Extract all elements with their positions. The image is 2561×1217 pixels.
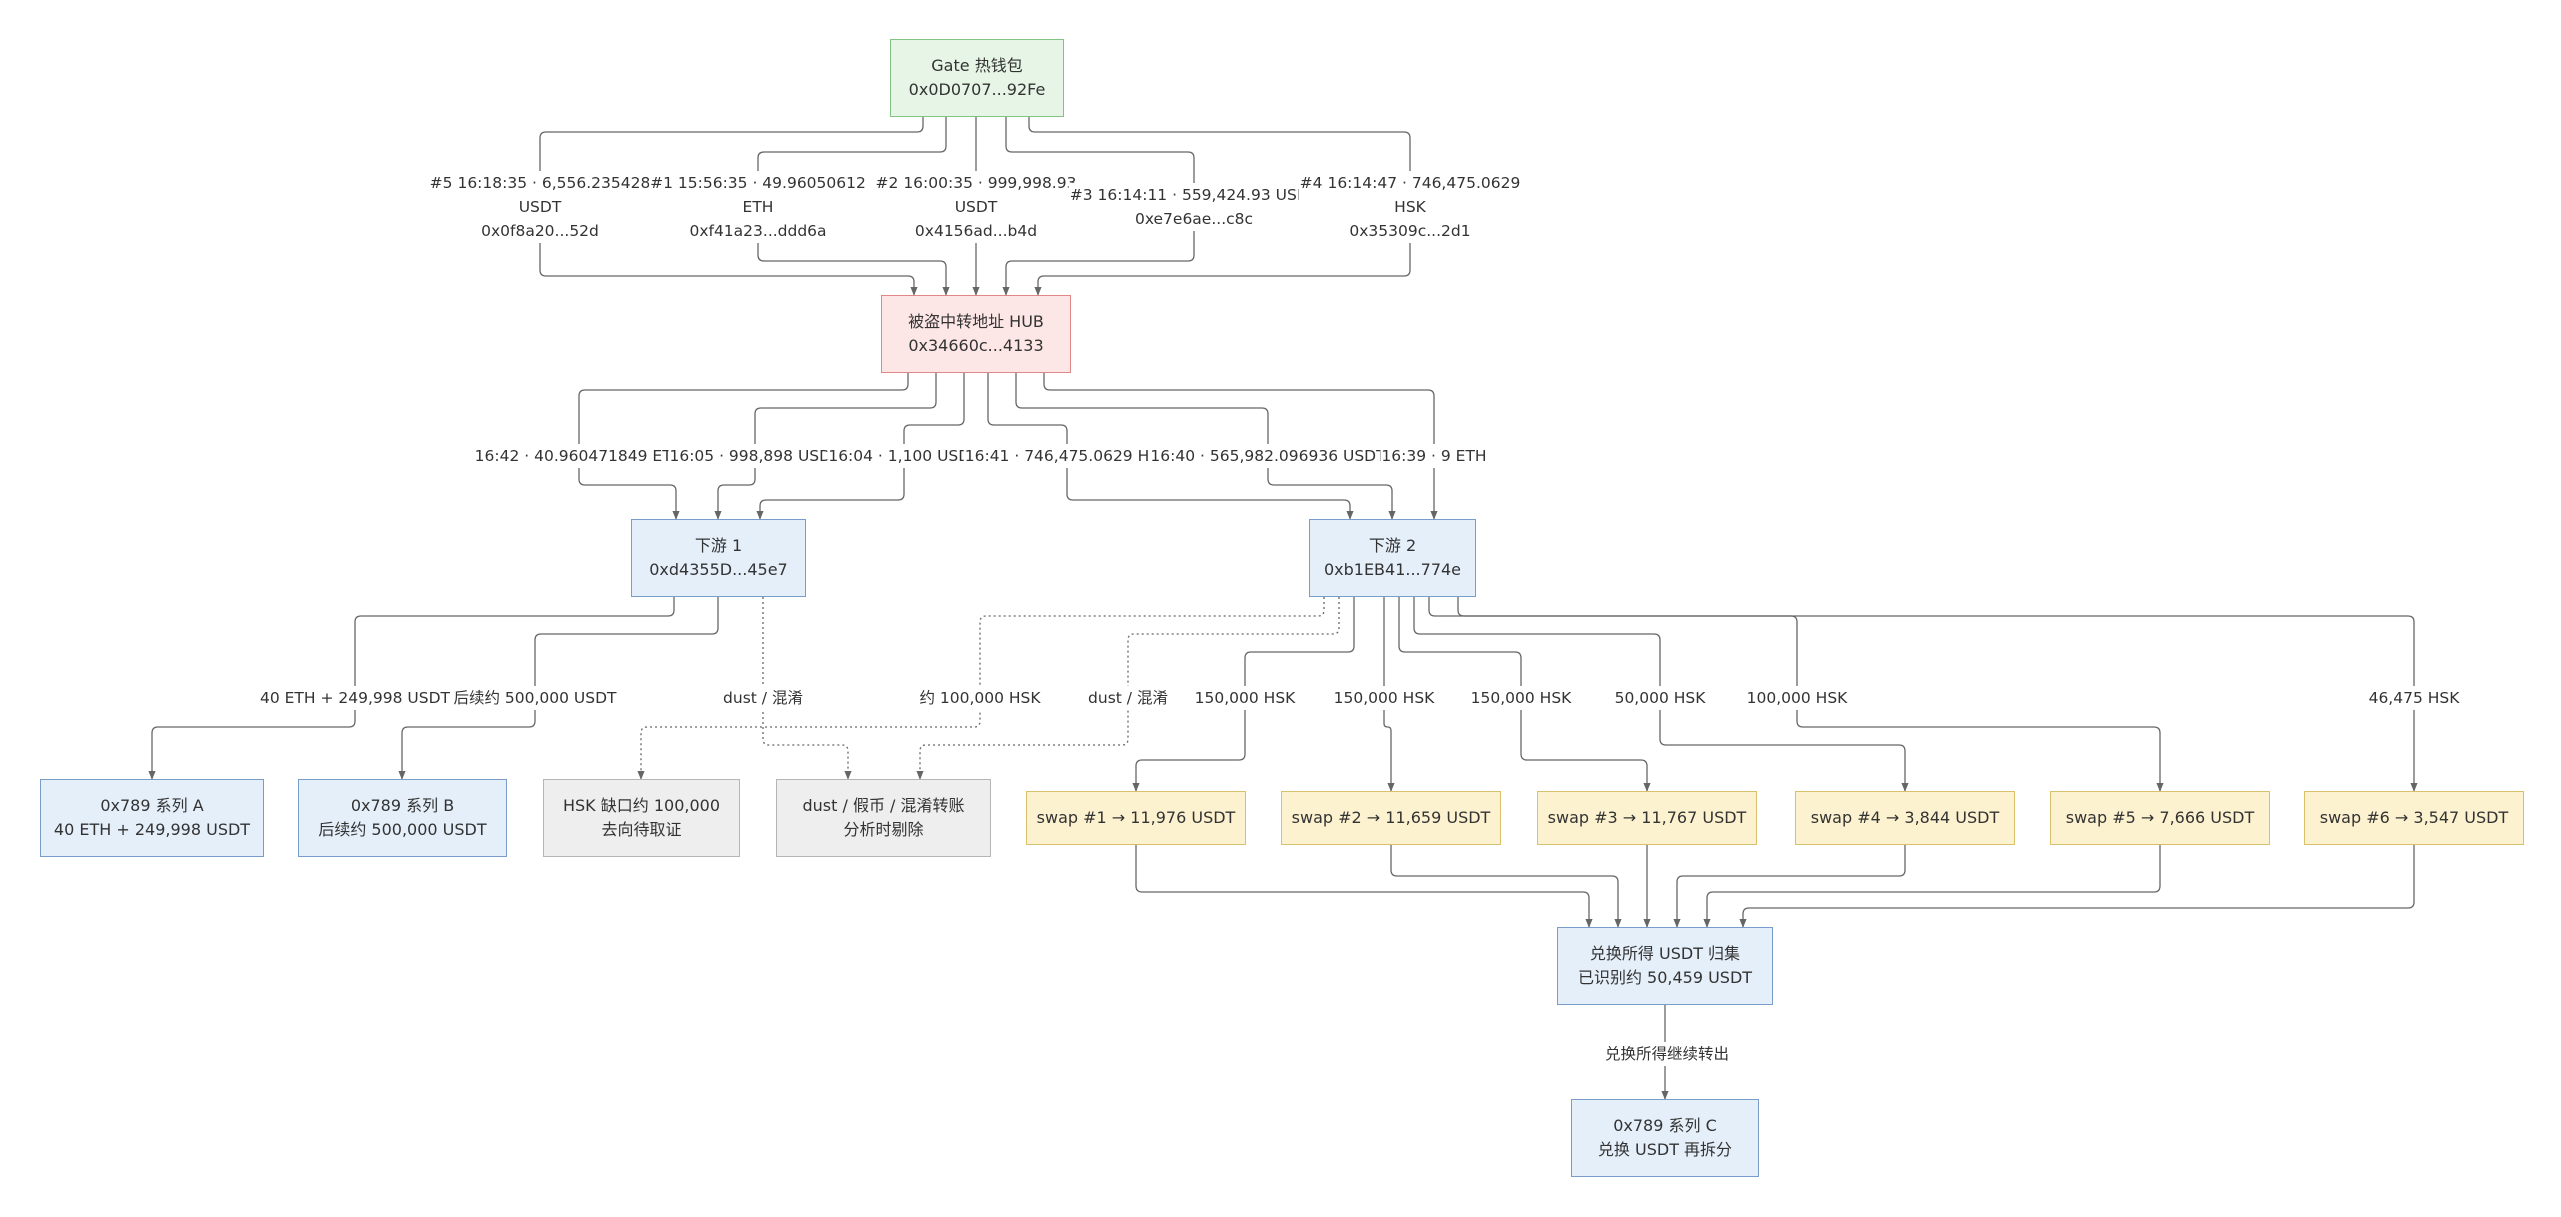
swap-1-label: swap #1 → 11,976 USDT <box>1036 808 1236 827</box>
swap-2-node[interactable]: swap #2 → 11,659 USDT <box>1281 791 1501 845</box>
edge-label-s3: 150,000 HSK <box>1469 686 1573 710</box>
downstream-2-address: 0xb1EB41...774e <box>1323 560 1462 579</box>
edge-label-d2-dust: dust / 混淆 <box>1087 686 1169 710</box>
tx5-line1: #5 16:18:35 · 6,556.235428 <box>429 174 651 192</box>
edge-label-tx1: #1 15:56:35 · 49.96050612 ETH 0xf41a23..… <box>649 171 867 243</box>
downstream-2-title: 下游 2 <box>1368 536 1417 555</box>
edge-swap6-collect <box>1739 845 2415 928</box>
edge-swap5-collect <box>1703 845 2161 928</box>
dust-node[interactable]: dust / 假币 / 混淆转账 分析时剔除 <box>776 779 991 857</box>
series-a-node[interactable]: 0x789 系列 A 40 ETH + 249,998 USDT <box>40 779 264 857</box>
hub-node-title: 被盗中转地址 HUB <box>908 312 1044 331</box>
edge-label-h3: 16:04 · 1,100 USDT <box>827 444 981 468</box>
swap-6-label: swap #6 → 3,547 USDT <box>2319 808 2509 827</box>
hub-node-address: 0x34660c...4133 <box>908 336 1044 355</box>
swap-2-label: swap #2 → 11,659 USDT <box>1291 808 1491 827</box>
hsk-gap-title: HSK 缺口约 100,000 <box>562 796 721 815</box>
edge-label-tx3: #3 16:14:11 · 559,424.93 USDT 0xe7e6ae..… <box>1068 183 1320 231</box>
tx5-line2: USDT <box>518 198 562 216</box>
edge-hub-d2-h6 <box>1043 373 1438 520</box>
edge-swap4-collect <box>1673 845 1906 928</box>
downstream-1-node[interactable]: 下游 1 0xd4355D...45e7 <box>631 519 806 597</box>
tx1-line2: ETH <box>742 198 774 216</box>
downstream-1-address: 0xd4355D...45e7 <box>649 560 788 579</box>
edge-label-s6: 46,475 HSK <box>2367 686 2461 710</box>
hub-node[interactable]: 被盗中转地址 HUB 0x34660c...4133 <box>881 295 1071 373</box>
usdt-collect-title: 兑换所得 USDT 归集 <box>1589 944 1741 963</box>
edge-label-h1: 16:42 · 40.960471849 ETH <box>473 444 685 468</box>
swap-4-label: swap #4 → 3,844 USDT <box>1810 808 2000 827</box>
swap-6-node[interactable]: swap #6 → 3,547 USDT <box>2304 791 2524 845</box>
gate-hot-wallet-node[interactable]: Gate 热钱包 0x0D0707...92Fe <box>890 39 1064 117</box>
swap-5-node[interactable]: swap #5 → 7,666 USDT <box>2050 791 2270 845</box>
series-c-title: 0x789 系列 C <box>1613 1116 1717 1135</box>
usdt-collect-detail: 已识别约 50,459 USDT <box>1577 968 1753 987</box>
tx1-line1: #1 15:56:35 · 49.96050612 <box>650 174 866 192</box>
edge-label-tx4: #4 16:14:47 · 746,475.0629 HSK 0x35309c.… <box>1298 171 1522 243</box>
edge-d1-series-a <box>148 597 675 780</box>
swap-5-label: swap #5 → 7,666 USDT <box>2065 808 2255 827</box>
swap-4-node[interactable]: swap #4 → 3,844 USDT <box>1795 791 2015 845</box>
downstream-1-title: 下游 1 <box>694 536 743 555</box>
edge-d2-swap6 <box>1457 597 2418 792</box>
edge-hub-d1-h1 <box>578 373 909 520</box>
tx2-line3: 0x4156ad...b4d <box>914 222 1038 240</box>
series-b-detail: 后续约 500,000 USDT <box>318 820 487 839</box>
hsk-gap-detail: 去向待取证 <box>601 820 682 839</box>
edge-d2-dust <box>916 597 1340 780</box>
dust-node-detail: 分析时剔除 <box>843 820 924 839</box>
edge-d1-series-b <box>398 597 719 780</box>
tx4-line1: #4 16:14:47 · 746,475.0629 <box>1299 174 1521 192</box>
gate-node-address: 0x0D0707...92Fe <box>908 80 1046 99</box>
edge-label-h6: 16:39 · 9 ETH <box>1380 444 1488 468</box>
swap-1-node[interactable]: swap #1 → 11,976 USDT <box>1026 791 1246 845</box>
series-c-node[interactable]: 0x789 系列 C 兑换 USDT 再拆分 <box>1571 1099 1759 1177</box>
gate-node-title: Gate 热钱包 <box>931 56 1023 75</box>
edge-label-h5: 16:40 · 565,982.096936 USDT <box>1149 444 1387 468</box>
edge-label-d1-dust: dust / 混淆 <box>722 686 804 710</box>
series-b-node[interactable]: 0x789 系列 B 后续约 500,000 USDT <box>298 779 507 857</box>
tx5-line3: 0x0f8a20...52d <box>481 222 599 240</box>
edge-label-s4: 50,000 HSK <box>1613 686 1707 710</box>
downstream-2-node[interactable]: 下游 2 0xb1EB41...774e <box>1309 519 1476 597</box>
tx3-line2: 0xe7e6ae...c8c <box>1134 210 1254 228</box>
series-a-title: 0x789 系列 A <box>100 796 204 815</box>
series-c-detail: 兑换 USDT 再拆分 <box>1597 1140 1733 1159</box>
edge-swap1-collect <box>1135 845 1593 928</box>
swap-3-node[interactable]: swap #3 → 11,767 USDT <box>1537 791 1757 845</box>
edge-d1-dust <box>762 597 852 780</box>
tx4-line3: 0x35309c...2d1 <box>1349 222 1471 240</box>
tx1-line3: 0xf41a23...ddd6a <box>689 222 827 240</box>
edge-label-d1a: 40 ETH + 249,998 USDT <box>258 686 452 710</box>
edge-label-d2-gap: 约 100,000 HSK <box>918 686 1042 710</box>
edge-label-h4: 16:41 · 746,475.0629 HSK <box>963 444 1171 468</box>
edge-label-tx5: #5 16:18:35 · 6,556.235428 USDT 0x0f8a20… <box>428 171 652 243</box>
edge-label-h2: 16:05 · 998,898 USDT <box>668 444 842 468</box>
tx2-line2: USDT <box>954 198 998 216</box>
tx4-line2: HSK <box>1394 198 1426 216</box>
edge-label-collect-out: 兑换所得继续转出 <box>1603 1042 1731 1066</box>
swap-3-label: swap #3 → 11,767 USDT <box>1547 808 1747 827</box>
edge-swap2-collect <box>1390 845 1622 928</box>
edge-d2-swap5 <box>1428 597 2164 792</box>
edge-label-s5: 100,000 HSK <box>1745 686 1849 710</box>
edge-label-tx2: #2 16:00:35 · 999,998.93 USDT 0x4156ad..… <box>874 171 1078 243</box>
edge-d2-swap2 <box>1383 597 1395 792</box>
usdt-collect-node[interactable]: 兑换所得 USDT 归集 已识别约 50,459 USDT <box>1557 927 1773 1005</box>
hsk-gap-node[interactable]: HSK 缺口约 100,000 去向待取证 <box>543 779 740 857</box>
edge-label-s1: 150,000 HSK <box>1193 686 1297 710</box>
tx3-line1: #3 16:14:11 · 559,424.93 USDT <box>1069 186 1319 204</box>
series-a-detail: 40 ETH + 249,998 USDT <box>53 820 251 839</box>
edge-label-d1b: 后续约 500,000 USDT <box>452 686 618 710</box>
series-b-title: 0x789 系列 B <box>350 796 455 815</box>
edge-label-s2: 150,000 HSK <box>1332 686 1436 710</box>
dust-node-title: dust / 假币 / 混淆转账 <box>802 796 965 815</box>
tx2-line1: #2 16:00:35 · 999,998.93 <box>875 174 1077 192</box>
